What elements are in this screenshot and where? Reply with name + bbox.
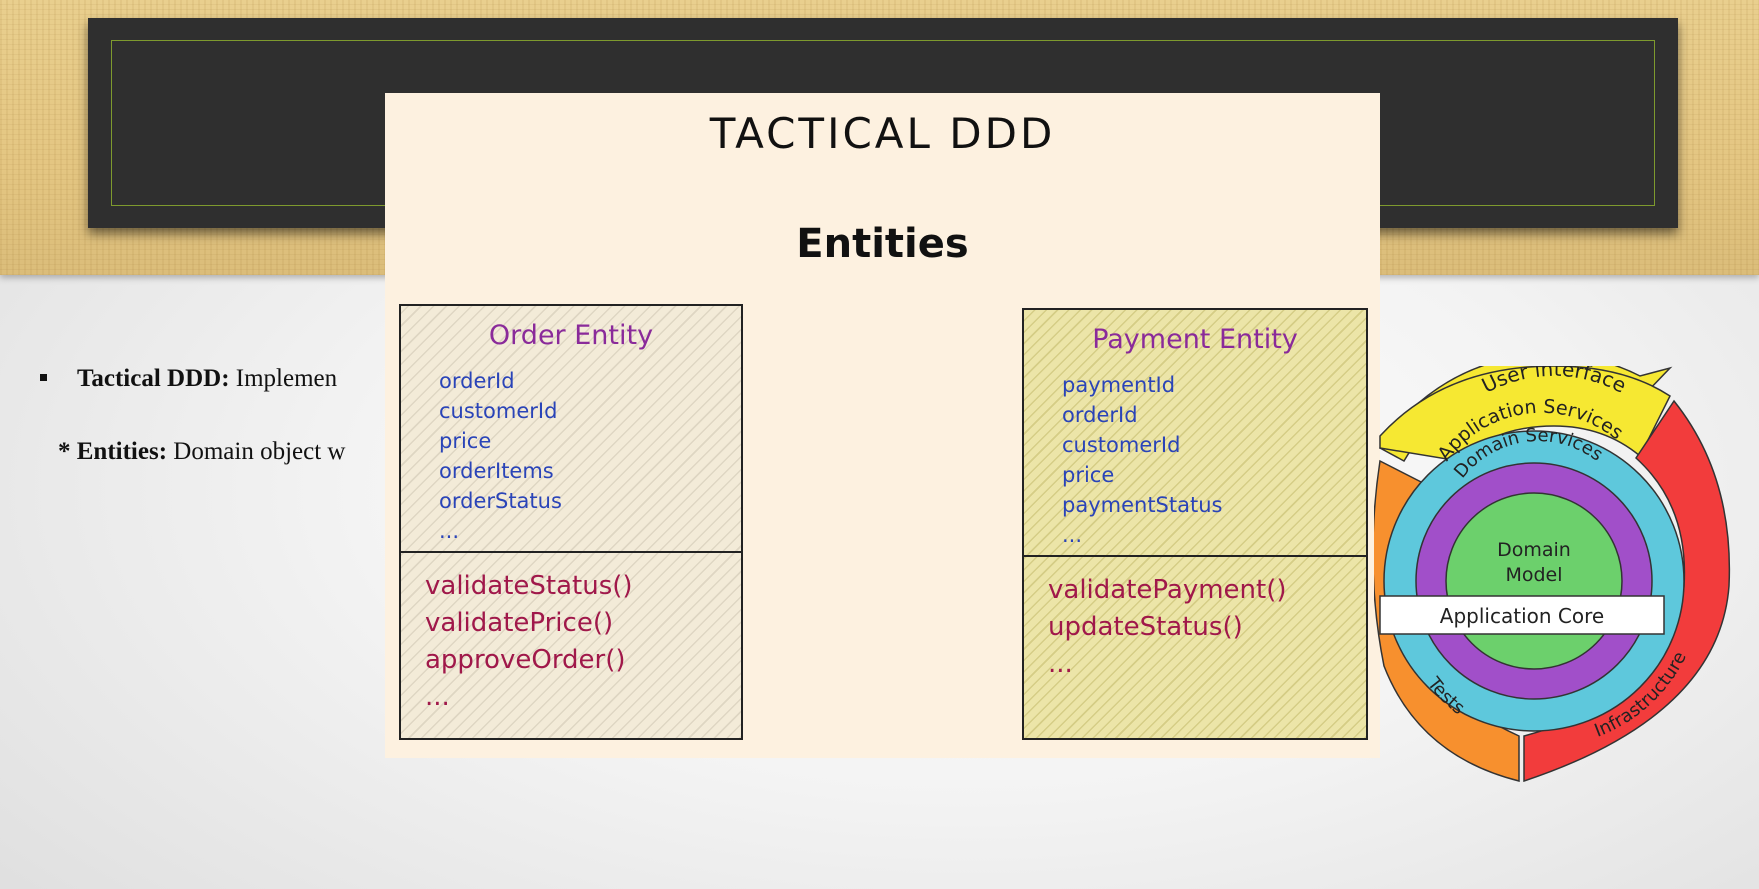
overlay-subtitle: Entities	[796, 221, 969, 267]
attribute-item: price	[1062, 463, 1115, 487]
bullet-entities: * Entities: Domain object w	[58, 438, 345, 466]
attribute-item: paymentStatus	[1062, 493, 1223, 517]
method-item: approveOrder()	[425, 645, 626, 675]
attribute-item: orderStatus	[439, 489, 562, 513]
order-entity-attributes: orderId customerId price orderItems orde…	[439, 366, 562, 546]
method-item: validatePrice()	[425, 608, 614, 638]
attribute-item: customerId	[1062, 433, 1181, 457]
method-item: ...	[425, 682, 450, 712]
attribute-item: paymentId	[1062, 373, 1176, 397]
payment-entity-name: Payment Entity	[1092, 324, 1298, 355]
order-entity-divider	[401, 551, 741, 553]
overlay-title: TACTICAL DDD	[709, 109, 1056, 158]
bullet-entities-label: * Entities:	[58, 438, 168, 465]
attribute-item: ...	[439, 519, 460, 543]
application-core-label: Application Core	[1440, 604, 1604, 628]
attribute-item: orderId	[1062, 403, 1138, 427]
domain-model-label-line1: Domain	[1497, 539, 1571, 561]
payment-entity-box: Payment Entity paymentId orderId custome…	[1022, 308, 1368, 740]
payment-entity-divider	[1024, 555, 1366, 557]
attribute-item: orderItems	[439, 459, 554, 483]
order-entity-box: Order Entity orderId customerId price or…	[399, 304, 743, 740]
attribute-item: customerId	[439, 399, 558, 423]
application-core-banner	[1379, 595, 1665, 635]
user-interface-ring-top	[1379, 366, 1671, 462]
bullet-tactical-text: Implemen	[229, 365, 338, 392]
payment-entity-methods: validatePayment() updateStatus() ...	[1048, 572, 1287, 683]
infrastructure-ring-segment	[1523, 399, 1731, 783]
attribute-item: ...	[1062, 523, 1083, 547]
order-entity-name: Order Entity	[488, 320, 654, 351]
onion-architecture-diagram: User interface Application Services Doma…	[1374, 366, 1731, 783]
attribute-item: orderId	[439, 369, 515, 393]
bullet-tactical-label: Tactical DDD:	[77, 365, 230, 392]
bullet-tactical-ddd: Tactical DDD: Implemen	[40, 365, 337, 393]
square-bullet-icon	[40, 373, 47, 381]
method-item: validatePayment()	[1048, 575, 1287, 605]
tactical-ddd-overlay-image: TACTICAL DDD Entities Order Entity order…	[385, 93, 1380, 758]
bullet-entities-text: Domain object w	[167, 438, 346, 465]
order-entity-methods: validateStatus() validatePrice() approve…	[425, 568, 633, 716]
attribute-item: price	[439, 429, 492, 453]
method-item: updateStatus()	[1048, 612, 1243, 642]
method-item: validateStatus()	[425, 571, 633, 601]
method-item: ...	[1048, 649, 1073, 679]
domain-model-label-line2: Model	[1505, 564, 1562, 586]
payment-entity-attributes: paymentId orderId customerId price payme…	[1062, 370, 1222, 550]
